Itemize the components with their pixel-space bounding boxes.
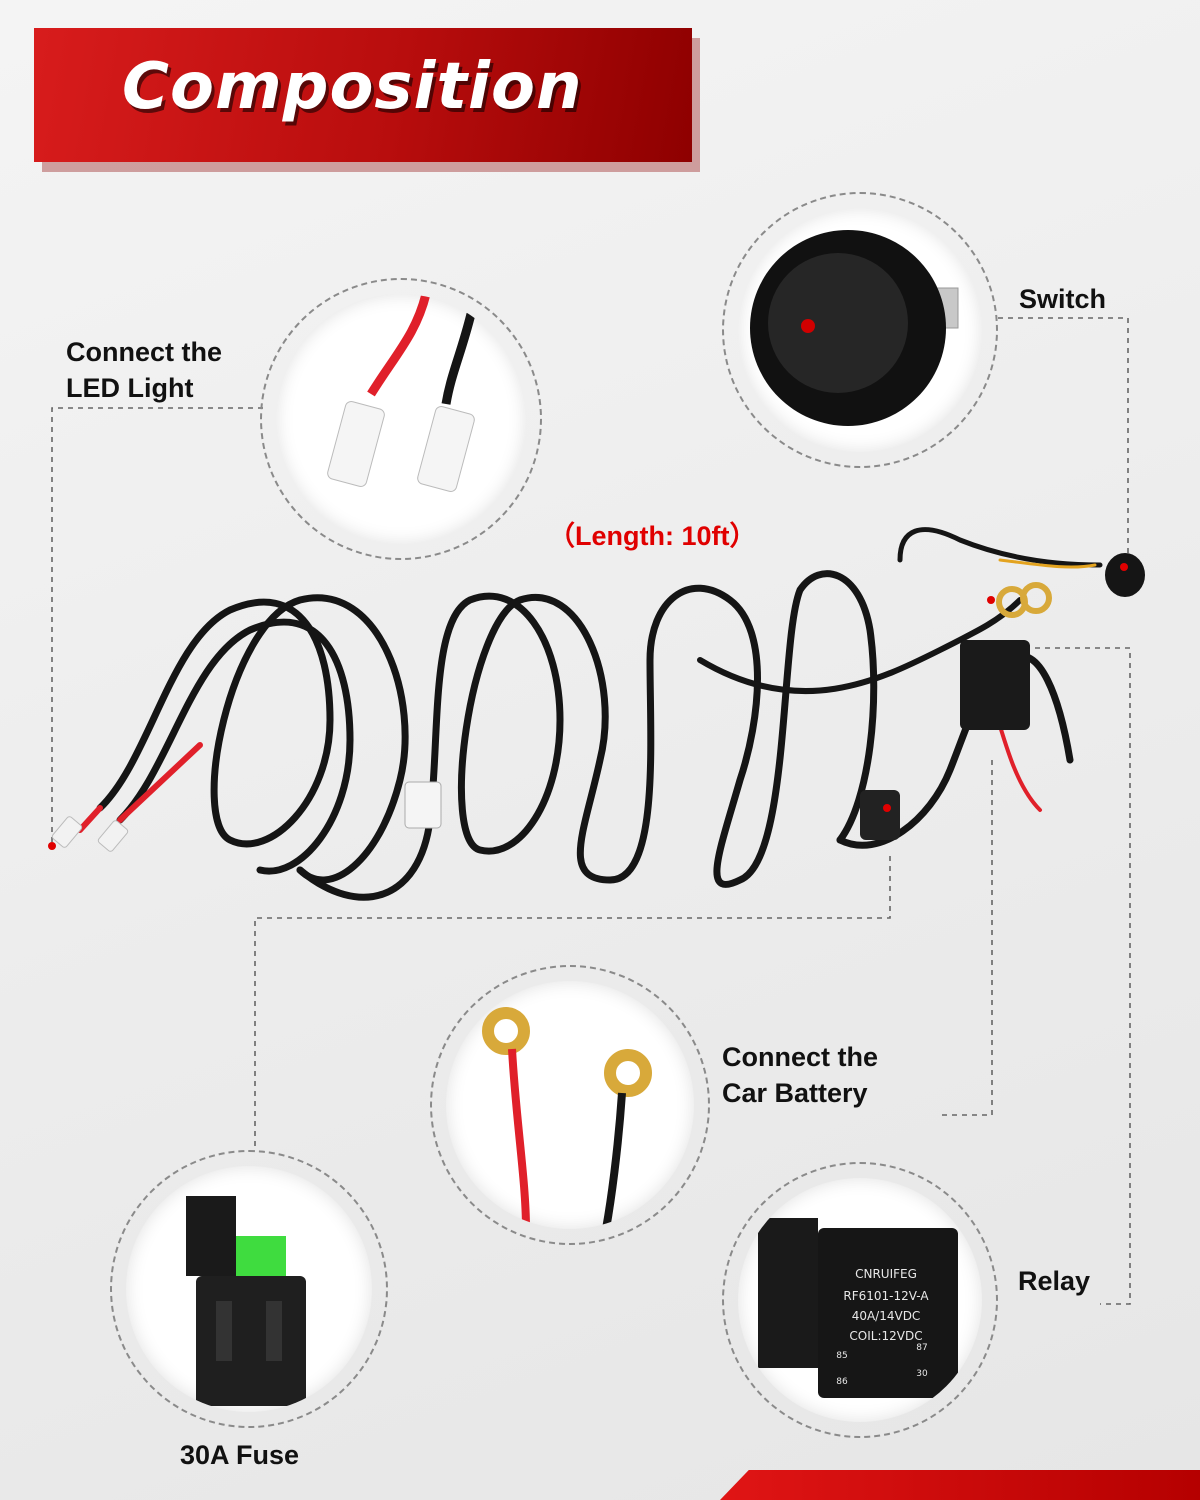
relay-model: RF6101-12V-A <box>843 1289 929 1303</box>
relay-pin-30: 30 <box>916 1369 928 1379</box>
switch-callout-line <box>998 317 1129 560</box>
led-label-line1: Connect the <box>66 337 223 367</box>
bottom-accent-bar <box>720 1470 1200 1500</box>
led-label-line2: LED Light <box>66 373 194 403</box>
relay-image: CNRUIFEG RF6101-12V-A 40A/14VDC COIL:12V… <box>738 1178 982 1422</box>
fuse-holder-image <box>126 1166 372 1412</box>
relay-brand: CNRUIFEG <box>855 1267 917 1281</box>
led-terminal-callout <box>260 278 542 560</box>
fuse-callout <box>110 1150 388 1428</box>
relay-pin-85: 85 <box>836 1351 847 1361</box>
relay-rating: 40A/14VDC <box>852 1309 921 1323</box>
relay-pin-86: 86 <box>836 1377 848 1387</box>
title-banner: Composition <box>34 28 692 162</box>
switch-callout <box>722 192 998 468</box>
led-terminal-image <box>276 294 526 544</box>
relay-callout-line <box>1035 647 1131 1305</box>
fuse-label: 30A Fuse <box>180 1440 300 1470</box>
length-label: （Length: 10ft） <box>548 521 757 551</box>
relay-pin-87: 87 <box>916 1343 927 1353</box>
switch-label: Switch <box>1019 284 1107 314</box>
battery-label-line2: Car Battery <box>722 1078 868 1108</box>
relay-callout: CNRUIFEG RF6101-12V-A 40A/14VDC COIL:12V… <box>722 1162 998 1438</box>
page-title: Composition <box>122 50 583 124</box>
fuse-callout-line <box>254 856 891 1150</box>
battery-label-line1: Connect the <box>722 1042 879 1072</box>
switch-image <box>738 208 982 452</box>
relay-coil: COIL:12VDC <box>849 1329 922 1343</box>
battery-callout <box>430 965 710 1245</box>
battery-callout-line <box>940 760 993 1116</box>
led-callout-line <box>51 407 263 846</box>
relay-label: Relay <box>1018 1266 1091 1296</box>
battery-terminal-image <box>446 981 694 1229</box>
